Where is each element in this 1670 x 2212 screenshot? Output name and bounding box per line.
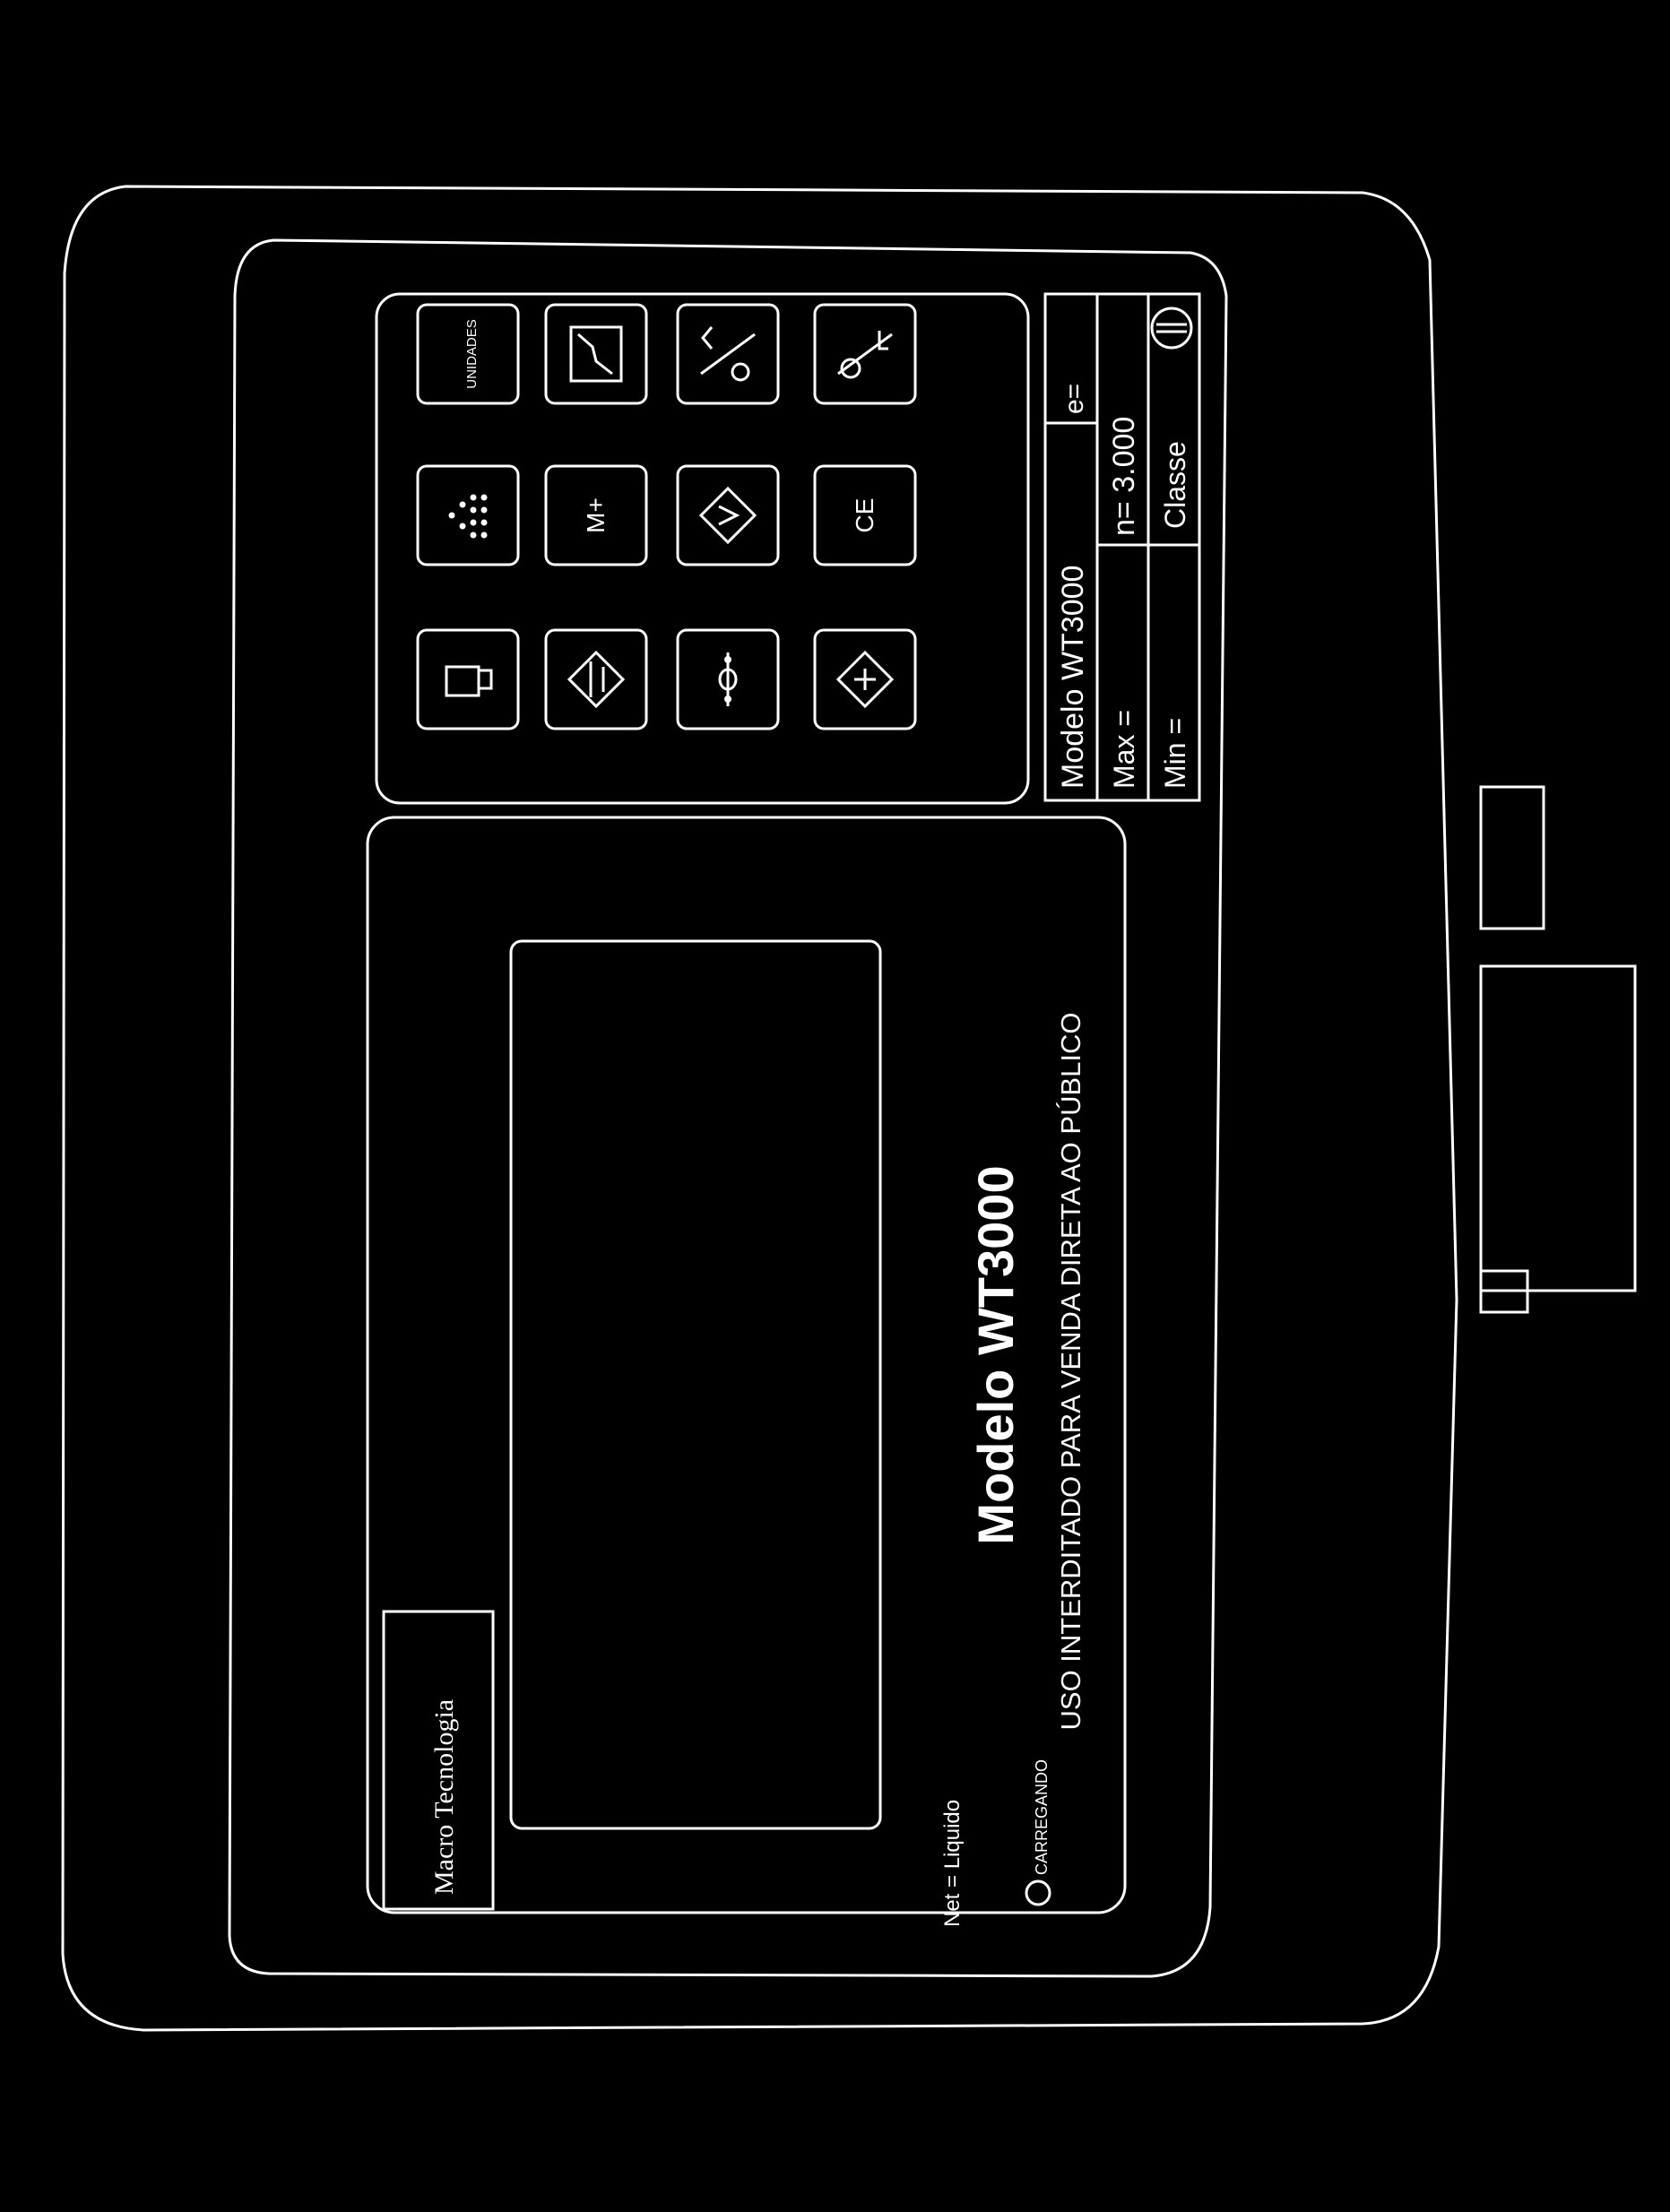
key-memory-add-button[interactable]: M+ bbox=[544, 464, 648, 566]
key-face[interactable] bbox=[544, 628, 648, 730]
zero-icon bbox=[718, 652, 738, 706]
class-symbol-icon bbox=[1150, 307, 1193, 350]
scale-enter-icon bbox=[837, 331, 893, 379]
key-face[interactable] bbox=[416, 464, 520, 566]
key-scale-enter-button[interactable] bbox=[813, 303, 917, 405]
recall-icon bbox=[698, 486, 757, 545]
key-preset-tare-button[interactable] bbox=[544, 628, 648, 730]
key-memory-add-label: M+ bbox=[582, 497, 610, 533]
brand-label: Macro Tecnologia bbox=[382, 1610, 495, 1911]
net-legend: Net = Liquido bbox=[940, 1800, 965, 1927]
spec-e: e= bbox=[1060, 384, 1089, 414]
key-face[interactable] bbox=[676, 628, 780, 730]
key-face[interactable] bbox=[544, 464, 648, 566]
keypad-frame bbox=[375, 292, 1030, 805]
key-pcs-button[interactable] bbox=[416, 628, 520, 730]
pieces-icon bbox=[445, 665, 493, 697]
usage-notice: USO INTERDITADO PARA VENDA DIRETA AO PÚB… bbox=[1055, 1012, 1086, 1730]
key-face[interactable] bbox=[676, 464, 780, 566]
key-clear-button[interactable]: CE bbox=[813, 464, 917, 566]
tare-icon bbox=[835, 650, 895, 709]
key-face[interactable] bbox=[676, 303, 780, 405]
key-face[interactable] bbox=[416, 303, 520, 405]
front-panel bbox=[228, 238, 1228, 1978]
charging-led bbox=[1025, 1879, 1051, 1906]
key-clear-label: CE bbox=[851, 498, 878, 533]
charging-label: CARREGANDO bbox=[1033, 1759, 1051, 1875]
spec-model: Modelo WT3000 bbox=[1056, 566, 1090, 789]
model-title: Modelo WT3000 bbox=[967, 1165, 1024, 1544]
spec-n: n= 3.000 bbox=[1107, 417, 1141, 536]
count-icon bbox=[448, 494, 488, 539]
preset-tare-icon bbox=[567, 650, 626, 709]
spec-plate bbox=[1043, 292, 1201, 802]
key-face[interactable] bbox=[813, 628, 917, 730]
key-face[interactable] bbox=[416, 628, 520, 730]
key-print-button[interactable] bbox=[676, 303, 780, 405]
key-recall-button[interactable] bbox=[676, 464, 780, 566]
key-face[interactable] bbox=[813, 464, 917, 566]
spec-max: Max = bbox=[1108, 710, 1140, 789]
graph-icon bbox=[569, 325, 623, 383]
brand-text: Macro Tecnologia bbox=[429, 1699, 459, 1895]
key-tare-button[interactable] bbox=[813, 628, 917, 730]
key-count-button[interactable] bbox=[416, 464, 520, 566]
print-icon bbox=[700, 326, 756, 382]
keypad-keys: UNIDADES M+ CE bbox=[416, 303, 917, 730]
key-zero-button[interactable] bbox=[676, 628, 780, 730]
housing-outline bbox=[61, 185, 1458, 2032]
key-graph-button[interactable] bbox=[544, 303, 648, 405]
display-bezel bbox=[366, 816, 1127, 1914]
key-units-button[interactable]: UNIDADES bbox=[416, 303, 520, 405]
key-units-label: UNIDADES bbox=[464, 319, 480, 389]
key-face[interactable] bbox=[813, 303, 917, 405]
lcd-window bbox=[509, 939, 882, 1830]
spec-class: Classe bbox=[1159, 441, 1191, 529]
side-connector bbox=[1479, 785, 1637, 1314]
spec-min: Min = bbox=[1159, 718, 1191, 789]
key-face[interactable] bbox=[544, 303, 648, 405]
